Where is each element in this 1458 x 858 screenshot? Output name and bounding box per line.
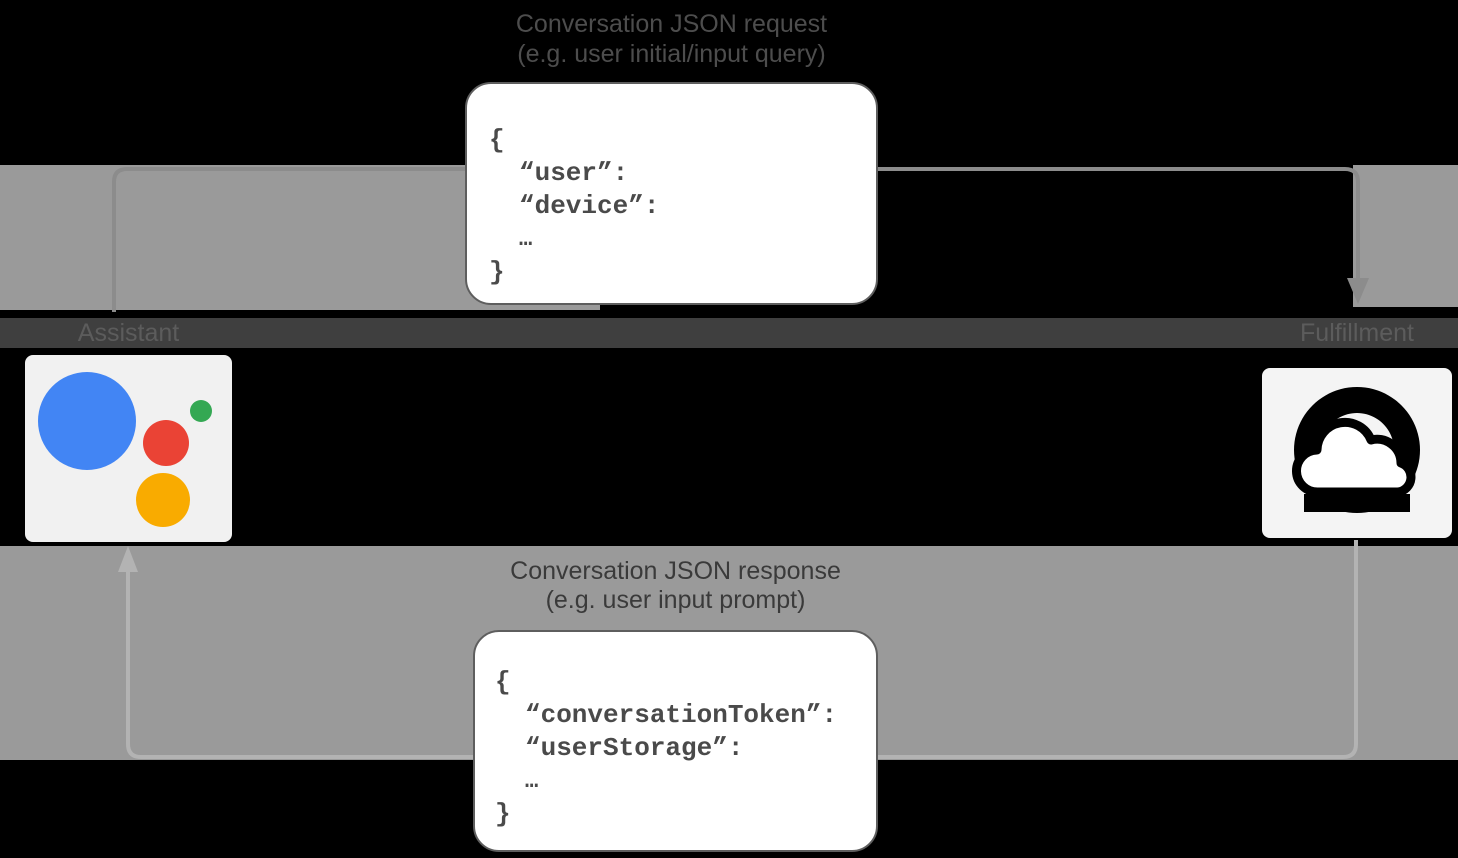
request-title-line2: (e.g. user initial/input query) — [517, 40, 826, 68]
response-json-card: { “conversationToken”: “userStorage”: … … — [473, 630, 878, 852]
request-flow-band-right — [1353, 165, 1458, 307]
json-line: “device”: — [519, 191, 660, 221]
assistant-logo-icon — [38, 372, 212, 527]
json-line: … — [519, 227, 533, 252]
fulfillment-label: Fulfillment — [1300, 319, 1414, 347]
assistant-icon — [25, 355, 232, 542]
json-line: { — [495, 667, 511, 697]
json-line: } — [489, 257, 505, 287]
json-line: { — [489, 125, 505, 155]
request-json-card: { “user”: “device”: … } — [465, 82, 878, 305]
node-label-band — [0, 318, 1458, 348]
json-line: “user”: — [519, 158, 629, 188]
response-flow-title: Conversation JSON response (e.g. user in… — [423, 557, 928, 615]
json-line: “conversationToken”: — [525, 700, 838, 730]
response-title-line2: (e.g. user input prompt) — [545, 586, 806, 614]
response-title-line1: Conversation JSON response — [510, 557, 841, 585]
assistant-label: Assistant — [77, 319, 180, 347]
json-line: } — [495, 799, 511, 829]
cloud-icon — [1292, 387, 1421, 513]
json-line: “userStorage”: — [525, 733, 744, 763]
fulfillment-icon — [1262, 368, 1452, 538]
json-line: … — [525, 769, 539, 794]
request-title-line1: Conversation JSON request — [515, 10, 828, 38]
request-flow-title: Conversation JSON request (e.g. user ini… — [415, 9, 928, 69]
